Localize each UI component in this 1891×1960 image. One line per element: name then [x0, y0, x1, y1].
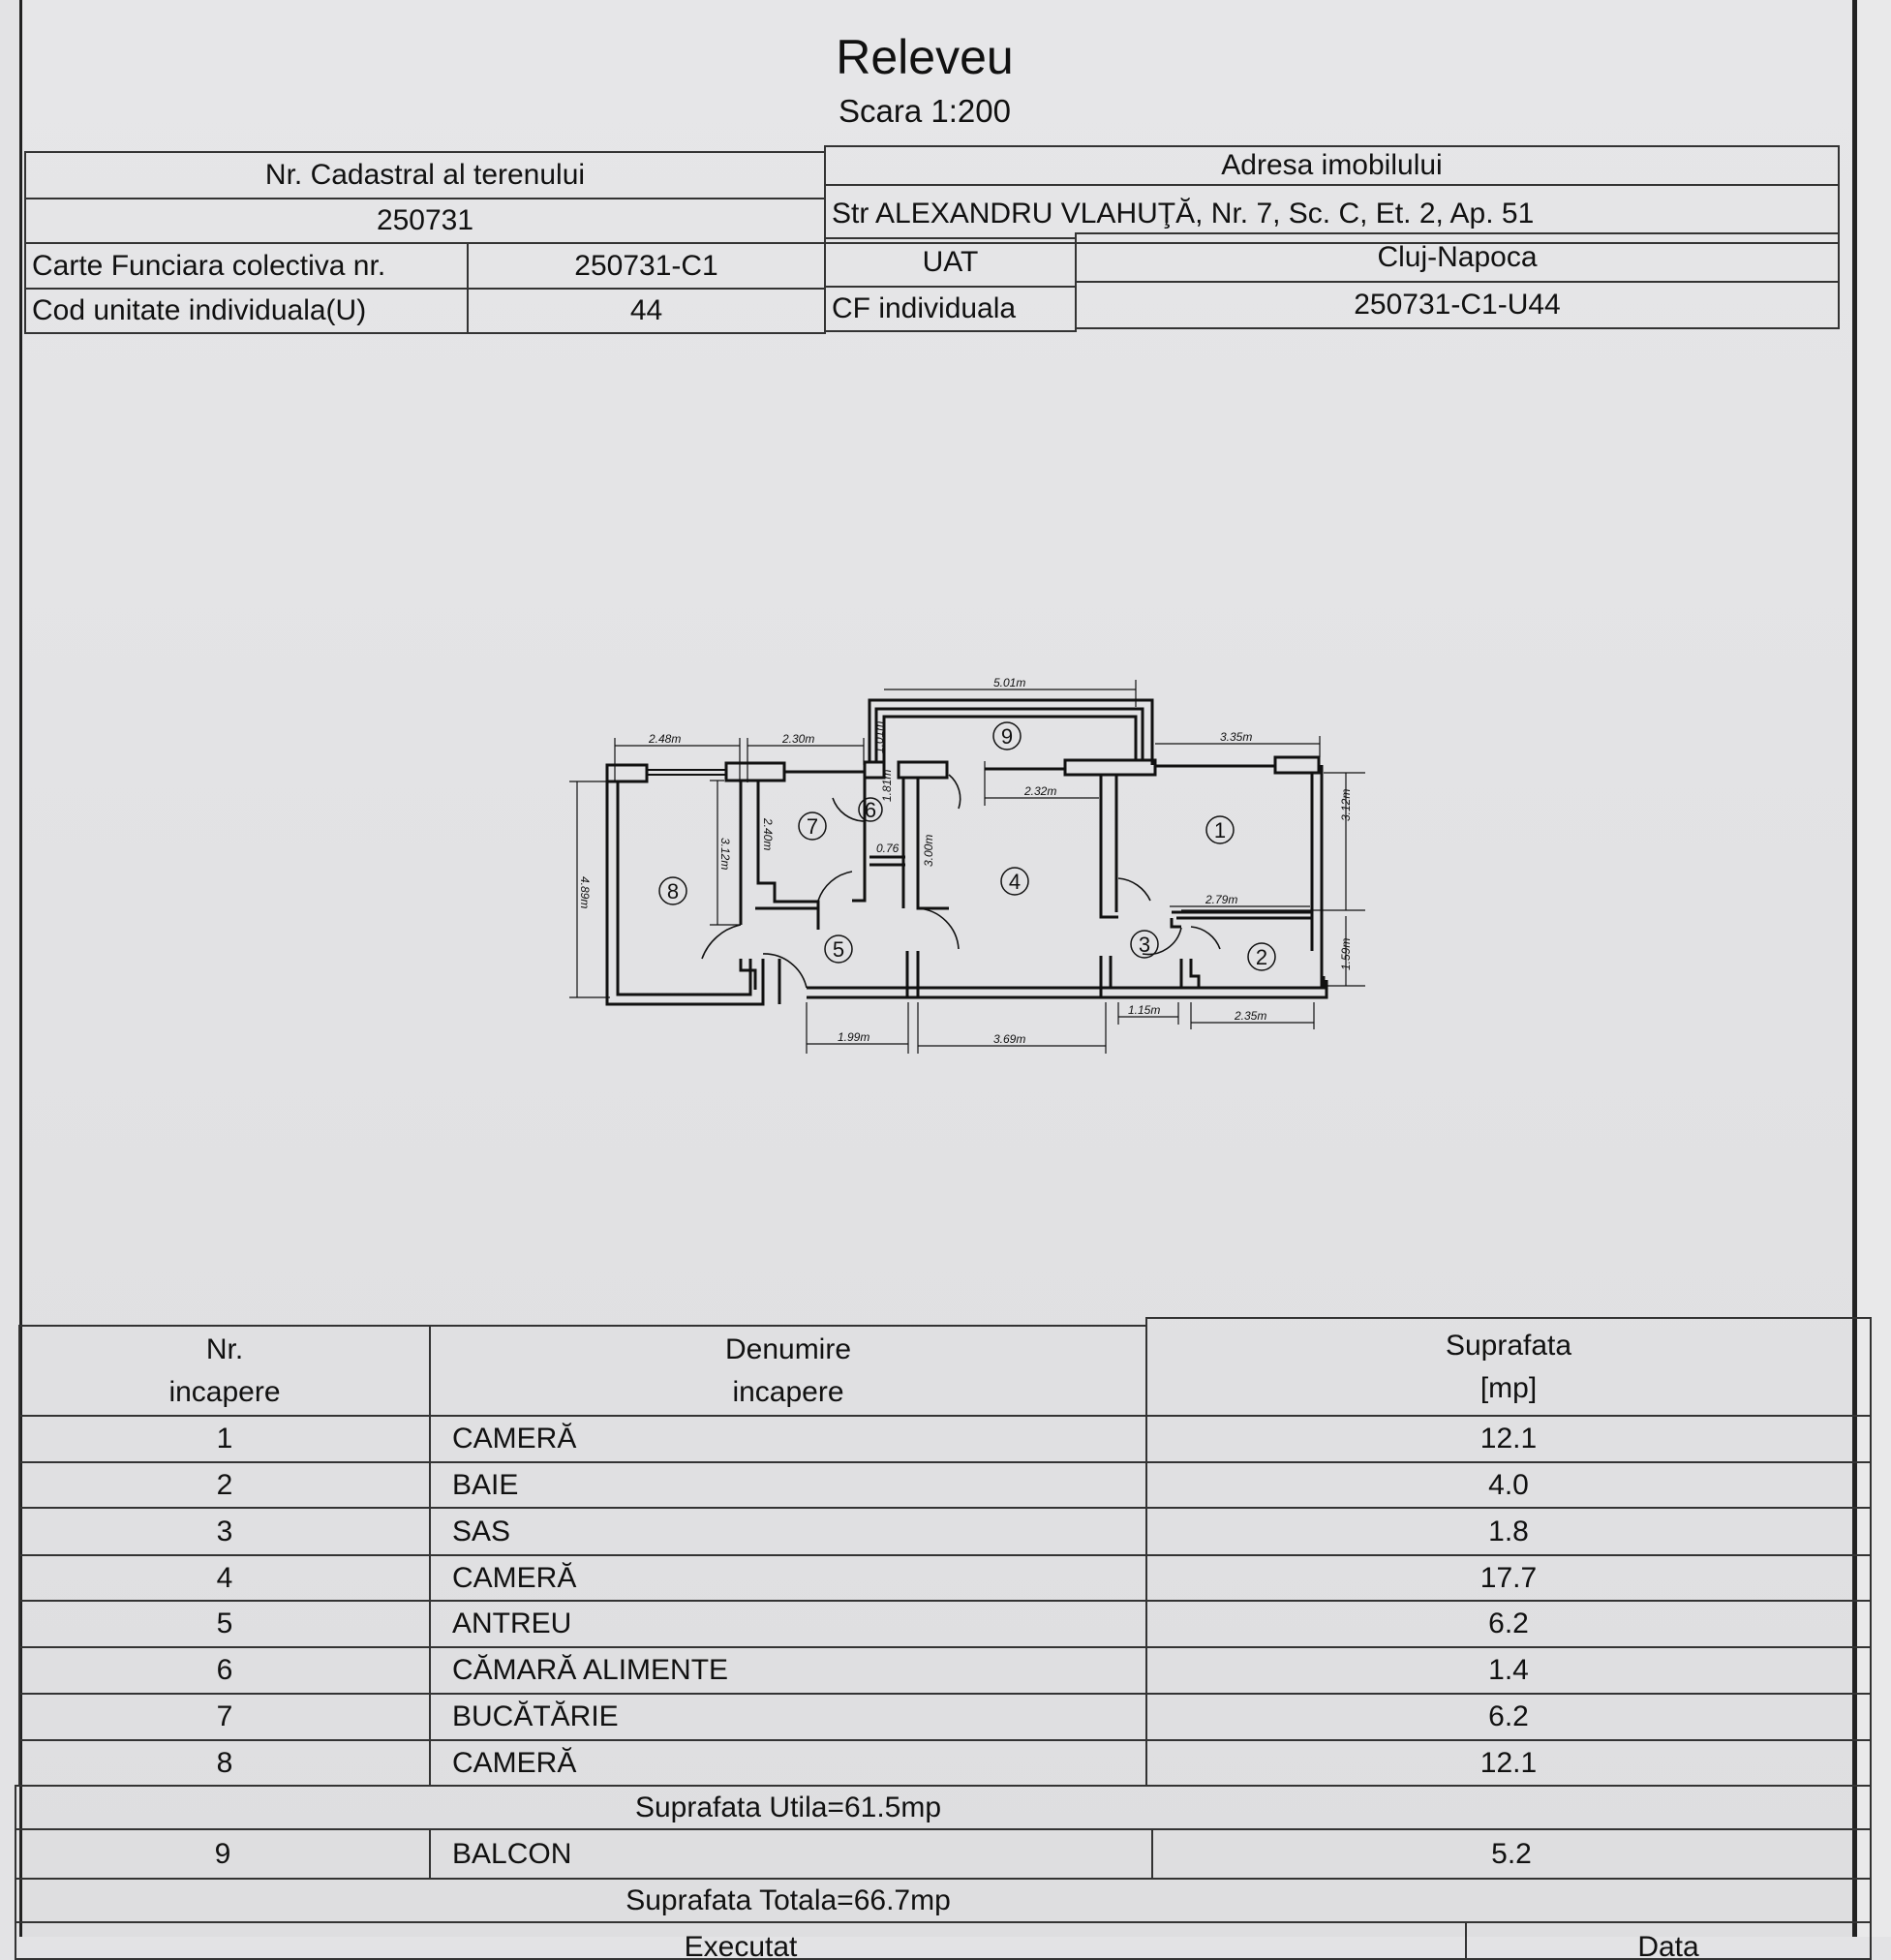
dim-label: 2.35m [1234, 1009, 1266, 1023]
header-area-line2: [mp] [1479, 1371, 1538, 1404]
address-value: Str ALEXANDRU VLAHUŢĂ, Nr. 7, Sc. C, Et.… [824, 184, 1840, 244]
row-name: BAIE [429, 1461, 1147, 1509]
header-name-line1: Denumire [724, 1332, 852, 1365]
row-name: CĂMARĂ ALIMENTE [429, 1646, 1147, 1695]
row-nr: 7 [18, 1693, 431, 1741]
room-number: 9 [1001, 724, 1013, 749]
row-nr: 8 [18, 1739, 431, 1787]
background-edge [1857, 0, 1891, 1937]
header-area-line1: Suprafata [1445, 1329, 1572, 1362]
row-area: 1.8 [1145, 1507, 1872, 1556]
dimension-lines [569, 680, 1365, 1054]
cadastral-value: 250731 [24, 198, 826, 244]
dim-label: 2.30m [781, 732, 814, 746]
room-markers [658, 721, 1276, 971]
row-nr: 3 [18, 1507, 431, 1556]
door-arcs [701, 774, 1221, 989]
header-name: Denumire incapere [429, 1325, 1147, 1417]
row-nr: 9 [15, 1828, 431, 1880]
row-nr: 2 [18, 1461, 431, 1509]
dim-label: 1.59m [1339, 938, 1353, 970]
dim-label: 3.00m [922, 835, 935, 867]
dim-label: 5.01m [993, 676, 1025, 689]
uat-value: Cluj-Napoca [1075, 232, 1840, 283]
row-nr: 6 [18, 1646, 431, 1695]
room-number: 2 [1256, 945, 1267, 969]
unit-code-label: Cod unitate individuala(U) [24, 288, 469, 334]
room-numbers: 1 2 3 4 5 6 7 8 9 [667, 724, 1267, 969]
row-area: 17.7 [1145, 1554, 1872, 1602]
room-number: 1 [1214, 818, 1226, 842]
row-area: 5.2 [1151, 1828, 1872, 1880]
room-number: 3 [1139, 933, 1150, 957]
room-number: 7 [807, 814, 818, 839]
row-nr: 1 [18, 1415, 431, 1463]
room-number: 4 [1009, 870, 1021, 894]
document-page [19, 0, 1857, 1937]
row-area: 12.1 [1145, 1739, 1872, 1787]
useful-area-summary: Suprafata Utila=61.5mp [15, 1785, 1872, 1830]
unit-code-value: 44 [467, 288, 826, 334]
scale-label: Scara 1:200 [839, 93, 1011, 129]
dim-label: 3.12m [1339, 789, 1353, 821]
row-area: 6.2 [1145, 1693, 1872, 1741]
row-area: 1.4 [1145, 1646, 1872, 1695]
row-area: 12.1 [1145, 1415, 1872, 1463]
address-label: Adresa imobilului [824, 145, 1840, 186]
footer-date: Data [1465, 1921, 1872, 1960]
dim-label: 1.01m [872, 721, 886, 753]
header-nr: Nr. incapere [18, 1325, 431, 1417]
header-nr-line2: incapere [168, 1375, 281, 1408]
dim-label: 1.81m [880, 770, 894, 802]
room-number: 5 [833, 937, 844, 962]
row-name: CAMERĂ [429, 1415, 1147, 1463]
dim-label: 1.99m [838, 1030, 869, 1044]
dim-label: 2.79m [1205, 893, 1237, 906]
row-name: BUCĂTĂRIE [429, 1693, 1147, 1741]
row-area: 6.2 [1145, 1600, 1872, 1648]
row-name: CAMERĂ [429, 1739, 1147, 1787]
total-area-summary: Suprafata Totala=66.7mp [15, 1878, 1872, 1923]
dim-label: 3.69m [993, 1032, 1025, 1046]
row-name: SAS [429, 1507, 1147, 1556]
row-name: BALCON [429, 1828, 1153, 1880]
cf-collective-label: Carte Funciara colectiva nr. [24, 242, 469, 290]
dim-label: 2.32m [1023, 784, 1056, 798]
cadastral-label: Nr. Cadastral al terenului [24, 151, 826, 199]
dim-label: 2.48m [648, 732, 681, 746]
row-name: ANTREU [429, 1600, 1147, 1648]
room-number: 8 [667, 879, 679, 903]
dim-label: 3.35m [1220, 730, 1252, 744]
dim-label: 1.15m [1128, 1003, 1160, 1017]
dim-label: 2.40m [761, 817, 775, 850]
row-nr: 4 [18, 1554, 431, 1602]
room-number: 6 [865, 798, 876, 822]
header-name-line2: incapere [732, 1375, 844, 1408]
floor-plan: 2.48m 2.30m 5.01m 3.35m 2.32m 2.79m 1.15… [569, 676, 1365, 1054]
dim-label: 4.89m [578, 876, 592, 908]
dim-label: 3.12m [718, 838, 732, 870]
row-nr: 5 [18, 1600, 431, 1648]
dim-label: 0.76 [876, 842, 900, 855]
cf-individual-label: CF individuala [824, 286, 1077, 332]
dimension-labels: 2.48m 2.30m 5.01m 3.35m 2.32m 2.79m 1.15… [578, 676, 1353, 1046]
row-area: 4.0 [1145, 1461, 1872, 1509]
walls [605, 698, 1328, 1006]
footer-executed: Executat [15, 1921, 1467, 1960]
document-title: Releveu [836, 30, 1014, 84]
header-area: Suprafata [mp] [1145, 1317, 1872, 1417]
row-name: CAMERĂ [429, 1554, 1147, 1602]
header-nr-line1: Nr. [205, 1332, 244, 1365]
cf-collective-value: 250731-C1 [467, 242, 826, 290]
uat-label: UAT [824, 237, 1077, 288]
cf-individual-value: 250731-C1-U44 [1075, 281, 1840, 329]
